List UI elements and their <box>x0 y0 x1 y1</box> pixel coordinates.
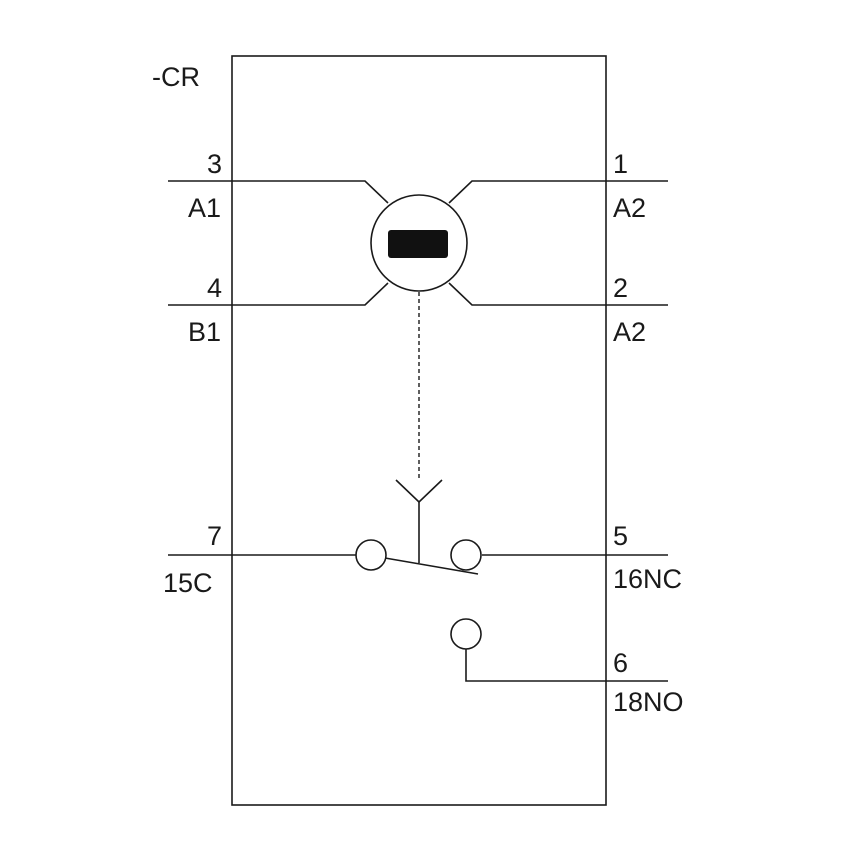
coil-right-top-name: A2 <box>613 193 646 223</box>
nc-terminal <box>450 539 482 571</box>
coil-left-bottom-pin: 4 <box>207 273 222 303</box>
coil-lead-bottom-right <box>448 282 668 306</box>
common-pin: 7 <box>207 521 222 551</box>
relay-housing <box>231 55 607 806</box>
no-wire <box>465 649 668 682</box>
coil-right-top-pin: 1 <box>613 149 628 179</box>
coil-lead-bottom-left <box>168 282 389 306</box>
coil-right-bottom-pin: 2 <box>613 273 628 303</box>
coil-lead-top-right <box>448 180 668 204</box>
coil-left-top-name: A1 <box>188 193 221 223</box>
contact-blade <box>384 557 479 575</box>
no-terminal <box>450 618 482 650</box>
common-name: 15C <box>163 568 213 598</box>
coil-right-bottom-name: A2 <box>613 317 646 347</box>
no-pin: 6 <box>613 648 628 678</box>
no-name: 18NO <box>613 687 684 717</box>
coil-lead-top-left <box>168 180 389 204</box>
contact-symbol <box>168 539 668 682</box>
coil-left-bottom-name: B1 <box>188 317 221 347</box>
device-tag: -CR <box>152 62 200 92</box>
actuator-arrow-icon <box>395 479 443 504</box>
nc-pin: 5 <box>613 521 628 551</box>
coil-left-top-pin: 3 <box>207 149 222 179</box>
coil-block-icon <box>388 230 448 258</box>
nc-name: 16NC <box>613 564 682 594</box>
common-terminal <box>355 539 387 571</box>
coil-symbol <box>168 180 668 306</box>
